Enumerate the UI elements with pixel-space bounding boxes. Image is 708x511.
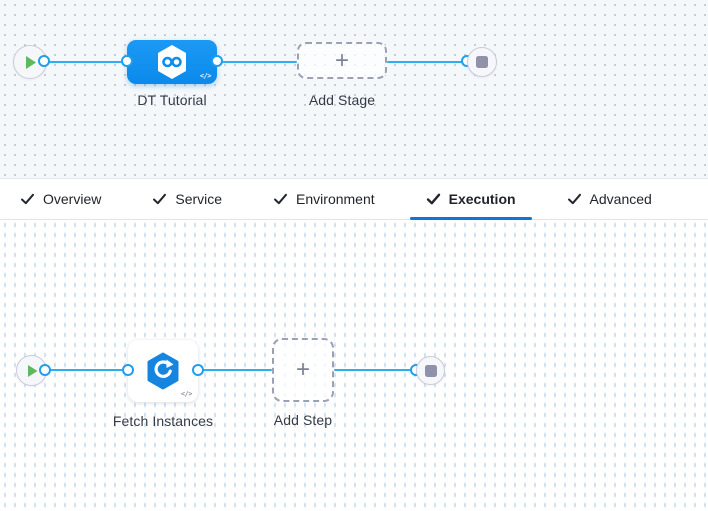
pipeline-end-node[interactable]: [467, 47, 497, 77]
edge-addstep-to-end: [334, 369, 416, 371]
connector-port[interactable]: [39, 364, 51, 376]
tab-label: Advanced: [589, 191, 652, 207]
plus-icon: +: [295, 356, 310, 383]
play-icon: [28, 364, 38, 377]
add-step-button[interactable]: +: [272, 338, 334, 402]
connector-port[interactable]: [211, 55, 223, 67]
tab-label: Service: [175, 191, 223, 207]
check-icon: [153, 193, 167, 205]
tab-execution[interactable]: Execution: [409, 179, 532, 220]
fetch-instances-icon: [147, 352, 179, 390]
tab-label: Overview: [43, 191, 102, 207]
yaml-code-icon[interactable]: </>: [199, 72, 212, 80]
stage-node-label: DT Tutorial: [137, 92, 207, 108]
add-stage-label: Add Stage: [308, 92, 376, 108]
step-node-fetch-instances[interactable]: </>: [128, 340, 198, 402]
check-icon: [274, 193, 288, 205]
add-step-label: Add Step: [273, 412, 333, 428]
step-node-label: Fetch Instances: [112, 413, 214, 429]
add-stage-button[interactable]: +: [297, 42, 387, 79]
tab-label: Environment: [296, 191, 375, 207]
tab-service[interactable]: Service: [136, 179, 238, 219]
edge-addstage-to-end: [387, 61, 467, 63]
tab-advanced[interactable]: Advanced: [551, 179, 668, 219]
execution-step-canvas[interactable]: </> Fetch Instances + Add Step: [0, 220, 708, 511]
stop-icon: [424, 364, 437, 377]
connector-port[interactable]: [192, 364, 204, 376]
stage-config-tab-bar: Overview Service Environment Execution A…: [0, 178, 708, 220]
tab-overview[interactable]: Overview: [4, 179, 117, 219]
check-icon: [426, 193, 440, 205]
connector-port[interactable]: [121, 55, 133, 67]
cd-stage-hexagon-icon: [158, 45, 186, 79]
check-icon: [21, 193, 34, 205]
execution-end-node[interactable]: [416, 356, 445, 385]
play-icon: [26, 55, 36, 69]
connector-port[interactable]: [122, 364, 134, 376]
check-icon: [567, 193, 581, 205]
edge-step-to-addstep: [198, 369, 272, 371]
plus-icon: +: [334, 46, 349, 74]
stage-node-dt-tutorial[interactable]: </>: [127, 40, 217, 84]
tab-label: Execution: [448, 191, 516, 207]
edge-start-to-step: [43, 369, 128, 371]
connector-port[interactable]: [38, 55, 50, 67]
yaml-code-icon[interactable]: </>: [180, 390, 193, 398]
stage-pipeline-canvas[interactable]: </> DT Tutorial + Add Stage: [0, 0, 708, 178]
tab-environment[interactable]: Environment: [257, 179, 391, 219]
edge-start-to-stage: [42, 61, 127, 63]
execution-start-node[interactable]: [16, 355, 47, 386]
edge-stage-to-addstage: [217, 61, 297, 63]
stop-icon: [476, 56, 488, 68]
